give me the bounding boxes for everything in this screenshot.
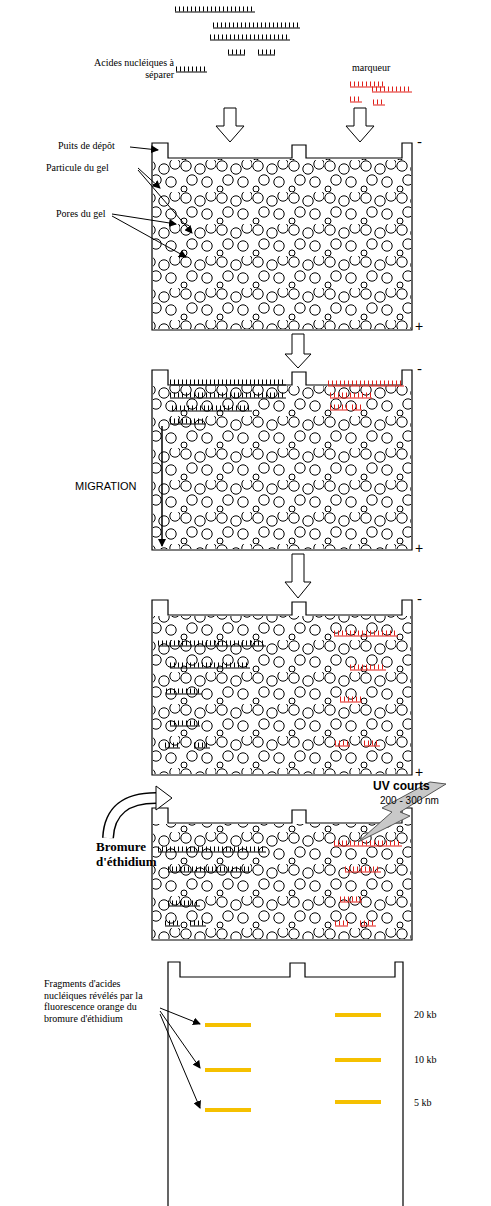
leader-line [112, 214, 176, 224]
part-label: Particule du gel [46, 162, 146, 174]
stained-gel [205, 1023, 251, 1027]
dna-strands [175, 9, 300, 69]
gel [334, 846, 402, 926]
uv-label: UV courts [373, 780, 473, 794]
stained-gel [205, 1068, 251, 1072]
stained-gel [168, 962, 403, 1206]
leader-line [160, 1011, 200, 1068]
leader-line [160, 1008, 200, 1024]
reagent-label: Bromure d'éthidium [96, 840, 180, 870]
gel [152, 370, 412, 550]
hollow-arrow [216, 108, 244, 142]
electrode-sign: + [415, 318, 435, 334]
stained-gel [168, 962, 403, 1206]
curved-arrow [108, 798, 158, 838]
hollow-arrow [285, 554, 311, 598]
marker-label: marqueur [352, 62, 422, 74]
leader-line [138, 170, 192, 233]
leader-line [160, 1014, 200, 1108]
electrode-sign: - [417, 133, 437, 150]
gel [153, 159, 411, 329]
electrode-sign: - [417, 360, 437, 377]
gel [328, 386, 404, 410]
gel [152, 600, 412, 775]
gel [152, 370, 412, 550]
stained-gel [335, 1058, 381, 1062]
electrode-sign: - [417, 590, 437, 607]
stained-gel [335, 1013, 381, 1017]
stained-gel [335, 1100, 381, 1104]
process-label: MIGRATION [75, 480, 160, 493]
marker-strands [350, 84, 412, 102]
electrode-sign: + [415, 540, 435, 556]
gel [153, 824, 411, 939]
gel [152, 143, 412, 330]
dna-strands [175, 9, 300, 72]
gel [158, 643, 266, 745]
gel [153, 386, 411, 549]
hollow-arrow [346, 108, 374, 142]
leader-line [161, 426, 163, 546]
leader-line [130, 147, 158, 150]
gel [334, 633, 398, 743]
leader-line [138, 168, 160, 188]
gel [170, 385, 286, 424]
curved-arrow [156, 786, 172, 810]
gel [334, 636, 398, 746]
gel [152, 808, 412, 940]
gel [152, 600, 412, 775]
stained-gel [205, 1108, 251, 1112]
gel [152, 808, 412, 940]
electrode-sign: + [415, 764, 435, 780]
leader-line [112, 216, 186, 257]
size-label: 10 kb [414, 1054, 474, 1066]
size-label: 20 kb [414, 1009, 474, 1021]
dna-strands [175, 12, 300, 72]
part-label: Puits de dépôt [58, 140, 158, 152]
part-label: Pores du gel [56, 208, 156, 220]
gel [334, 843, 402, 923]
gel [158, 646, 266, 748]
hollow-arrow [285, 334, 311, 368]
note-label: Fragments d'acides nucléiques révélés pa… [44, 978, 164, 1024]
gel [158, 849, 266, 923]
gel [153, 616, 411, 774]
strand-label: Acides nucléiques à séparer [92, 57, 174, 80]
marker-strands [350, 84, 412, 105]
size-label: 5 kb [414, 1097, 474, 1109]
gel [170, 382, 286, 421]
wavelength-label: 200 - 300 nm [380, 795, 490, 807]
gel [158, 852, 266, 926]
leader-line [112, 147, 200, 1108]
gel [152, 143, 412, 330]
gel [328, 383, 404, 407]
curved-arrow [108, 798, 158, 838]
curved-arrow [108, 786, 172, 838]
